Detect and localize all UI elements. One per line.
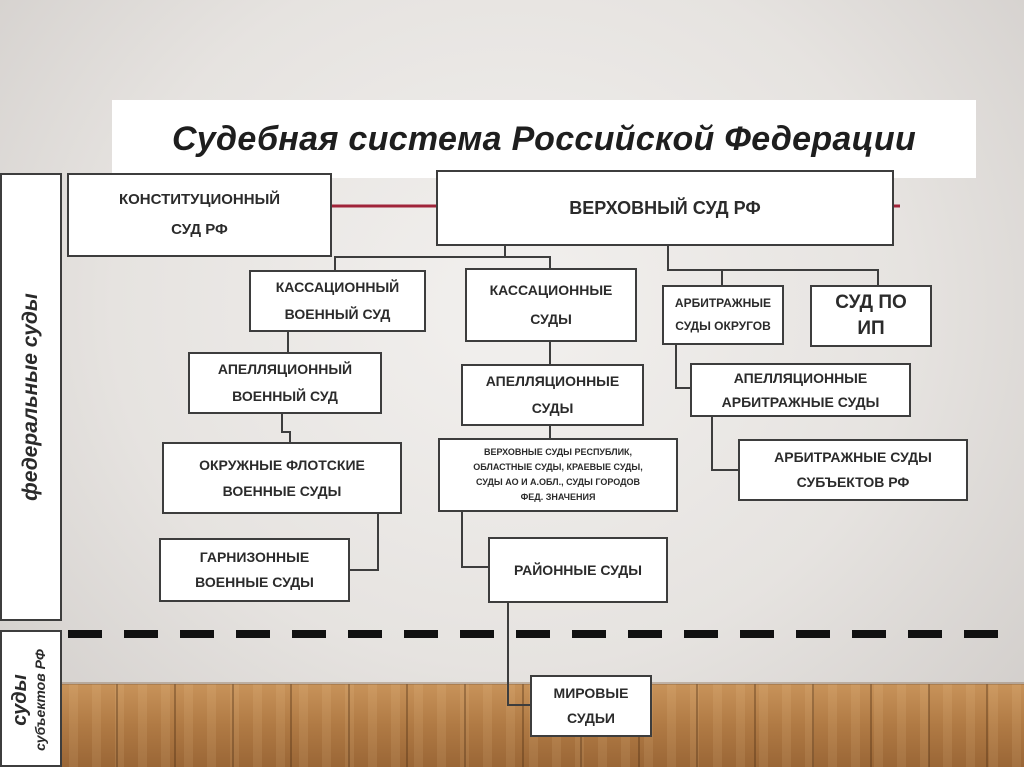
subject-courts-side-box bbox=[0, 630, 62, 767]
link-fleet-garrison bbox=[348, 511, 379, 571]
node-ip-court: СУД ПО ИП bbox=[810, 285, 932, 347]
node-appeal-courts: АПЕЛЛЯЦИОННЫЕ СУДЫ bbox=[461, 364, 644, 426]
node-district-courts: РАЙОННЫЕ СУДЫ bbox=[488, 537, 668, 603]
floor-edge bbox=[0, 682, 1024, 685]
node-cassation-military: КАССАЦИОННЫЙ ВОЕННЫЙ СУД bbox=[249, 270, 426, 332]
node-appeal-arbitration: АПЕЛЛЯЦИОННЫЕ АРБИТРАЖНЫЕ СУДЫ bbox=[690, 363, 911, 417]
link-supreme-cassation-military bbox=[334, 245, 506, 270]
subject-courts-sublabel: субъектов РФ bbox=[32, 649, 48, 751]
node-constitutional-court: КОНСТИТУЦИОННЫЙ СУД РФ bbox=[67, 173, 332, 257]
link-supreme-arbitration bbox=[667, 245, 723, 285]
node-magistrates: МИРОВЫЕ СУДЬИ bbox=[530, 675, 652, 737]
link-district-magistrates bbox=[507, 601, 530, 706]
link-appeal-military-fleet bbox=[281, 412, 291, 442]
node-garrison-courts: ГАРНИЗОННЫЕ ВОЕННЫЕ СУДЫ bbox=[159, 538, 350, 602]
federal-courts-label: федеральные суды bbox=[19, 293, 42, 501]
link-appeal-arbitration-subjects bbox=[711, 415, 740, 471]
node-appeal-military: АПЕЛЛЯЦИОННЫЙ ВОЕННЫЙ СУД bbox=[188, 352, 382, 414]
link-supreme-cassation bbox=[505, 256, 551, 268]
node-arbitration-districts: АРБИТРАЖНЫЕ СУДЫ ОКРУГОВ bbox=[662, 285, 784, 345]
node-district-fleet-courts: ОКРУЖНЫЕ ФЛОТСКИЕ ВОЕННЫЕ СУДЫ bbox=[162, 442, 402, 514]
federal-courts-side-box bbox=[0, 173, 62, 621]
title-banner: Судебная система Российской Федерации bbox=[112, 100, 976, 178]
link-regional-district bbox=[461, 510, 488, 568]
link-supreme-ip bbox=[722, 269, 879, 285]
node-regional-supreme-courts: ВЕРХОВНЫЕ СУДЫ РЕСПУБЛИК, ОБЛАСТНЫЕ СУДЫ… bbox=[438, 438, 678, 512]
link-arbitration-appeal bbox=[675, 345, 690, 389]
node-supreme-court: ВЕРХОВНЫЙ СУД РФ bbox=[436, 170, 894, 246]
wooden-floor bbox=[0, 684, 1024, 767]
page-title: Судебная система Российской Федерации bbox=[171, 119, 917, 158]
node-arbitration-subjects: АРБИТРАЖНЫЕ СУДЫ СУБЪЕКТОВ РФ bbox=[738, 439, 968, 501]
node-cassation-courts: КАССАЦИОННЫЕ СУДЫ bbox=[465, 268, 637, 342]
subject-courts-label: суды bbox=[9, 674, 31, 726]
